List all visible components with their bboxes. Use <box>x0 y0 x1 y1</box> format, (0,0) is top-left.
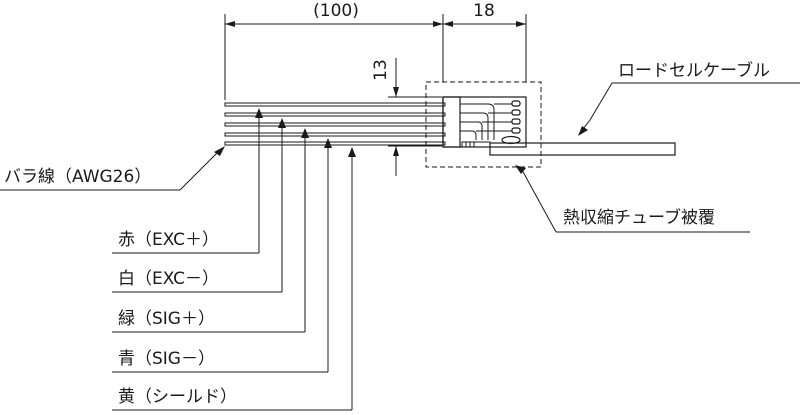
callout-yellow: 黄（シールド） <box>112 147 356 411</box>
red-wire-label: 赤（EXC＋） <box>118 230 219 250</box>
green-wire-label: 緑（SIG＋） <box>118 309 215 329</box>
detail-enclosure <box>425 81 542 168</box>
bare-wire-bundle <box>224 102 446 146</box>
dimension-length: (100) <box>224 1 444 100</box>
wire-blue <box>224 132 446 137</box>
callout-white: 白（EXC－） <box>112 118 286 293</box>
callout-green: 緑（SIG＋） <box>112 128 309 333</box>
callout-red: 赤（EXC＋） <box>112 108 263 254</box>
width-dimension-label: 18 <box>473 1 495 21</box>
yellow-wire-label: 黄（シールド） <box>118 387 237 407</box>
wire-white <box>224 112 446 117</box>
length-dimension-label: (100) <box>313 1 359 21</box>
cable-label: ロードセルケーブル <box>618 60 770 81</box>
heat-shrink-label: 熱収縮チューブ被覆 <box>563 207 715 228</box>
bare-wires-label: バラ線（AWG26） <box>4 167 151 187</box>
leader-cable: ロードセルケーブル <box>578 60 800 136</box>
dimension-pitch: 13 <box>371 58 442 176</box>
leader-heat-shrink: 熱収縮チューブ被覆 <box>515 165 750 233</box>
leader-bare-wires: バラ線（AWG26） <box>0 146 225 191</box>
white-wire-label: 白（EXC－） <box>118 269 219 289</box>
wire-red <box>224 102 446 107</box>
blue-wire-label: 青（SIG－） <box>118 349 215 369</box>
callout-blue: 青（SIG－） <box>112 138 332 373</box>
wire-green <box>224 122 446 127</box>
load-cell-cable <box>489 142 676 156</box>
connector-block <box>442 96 527 148</box>
wire-yellow <box>224 141 446 146</box>
pitch-dimension-label: 13 <box>371 59 391 81</box>
dimension-width: 18 <box>443 1 527 82</box>
